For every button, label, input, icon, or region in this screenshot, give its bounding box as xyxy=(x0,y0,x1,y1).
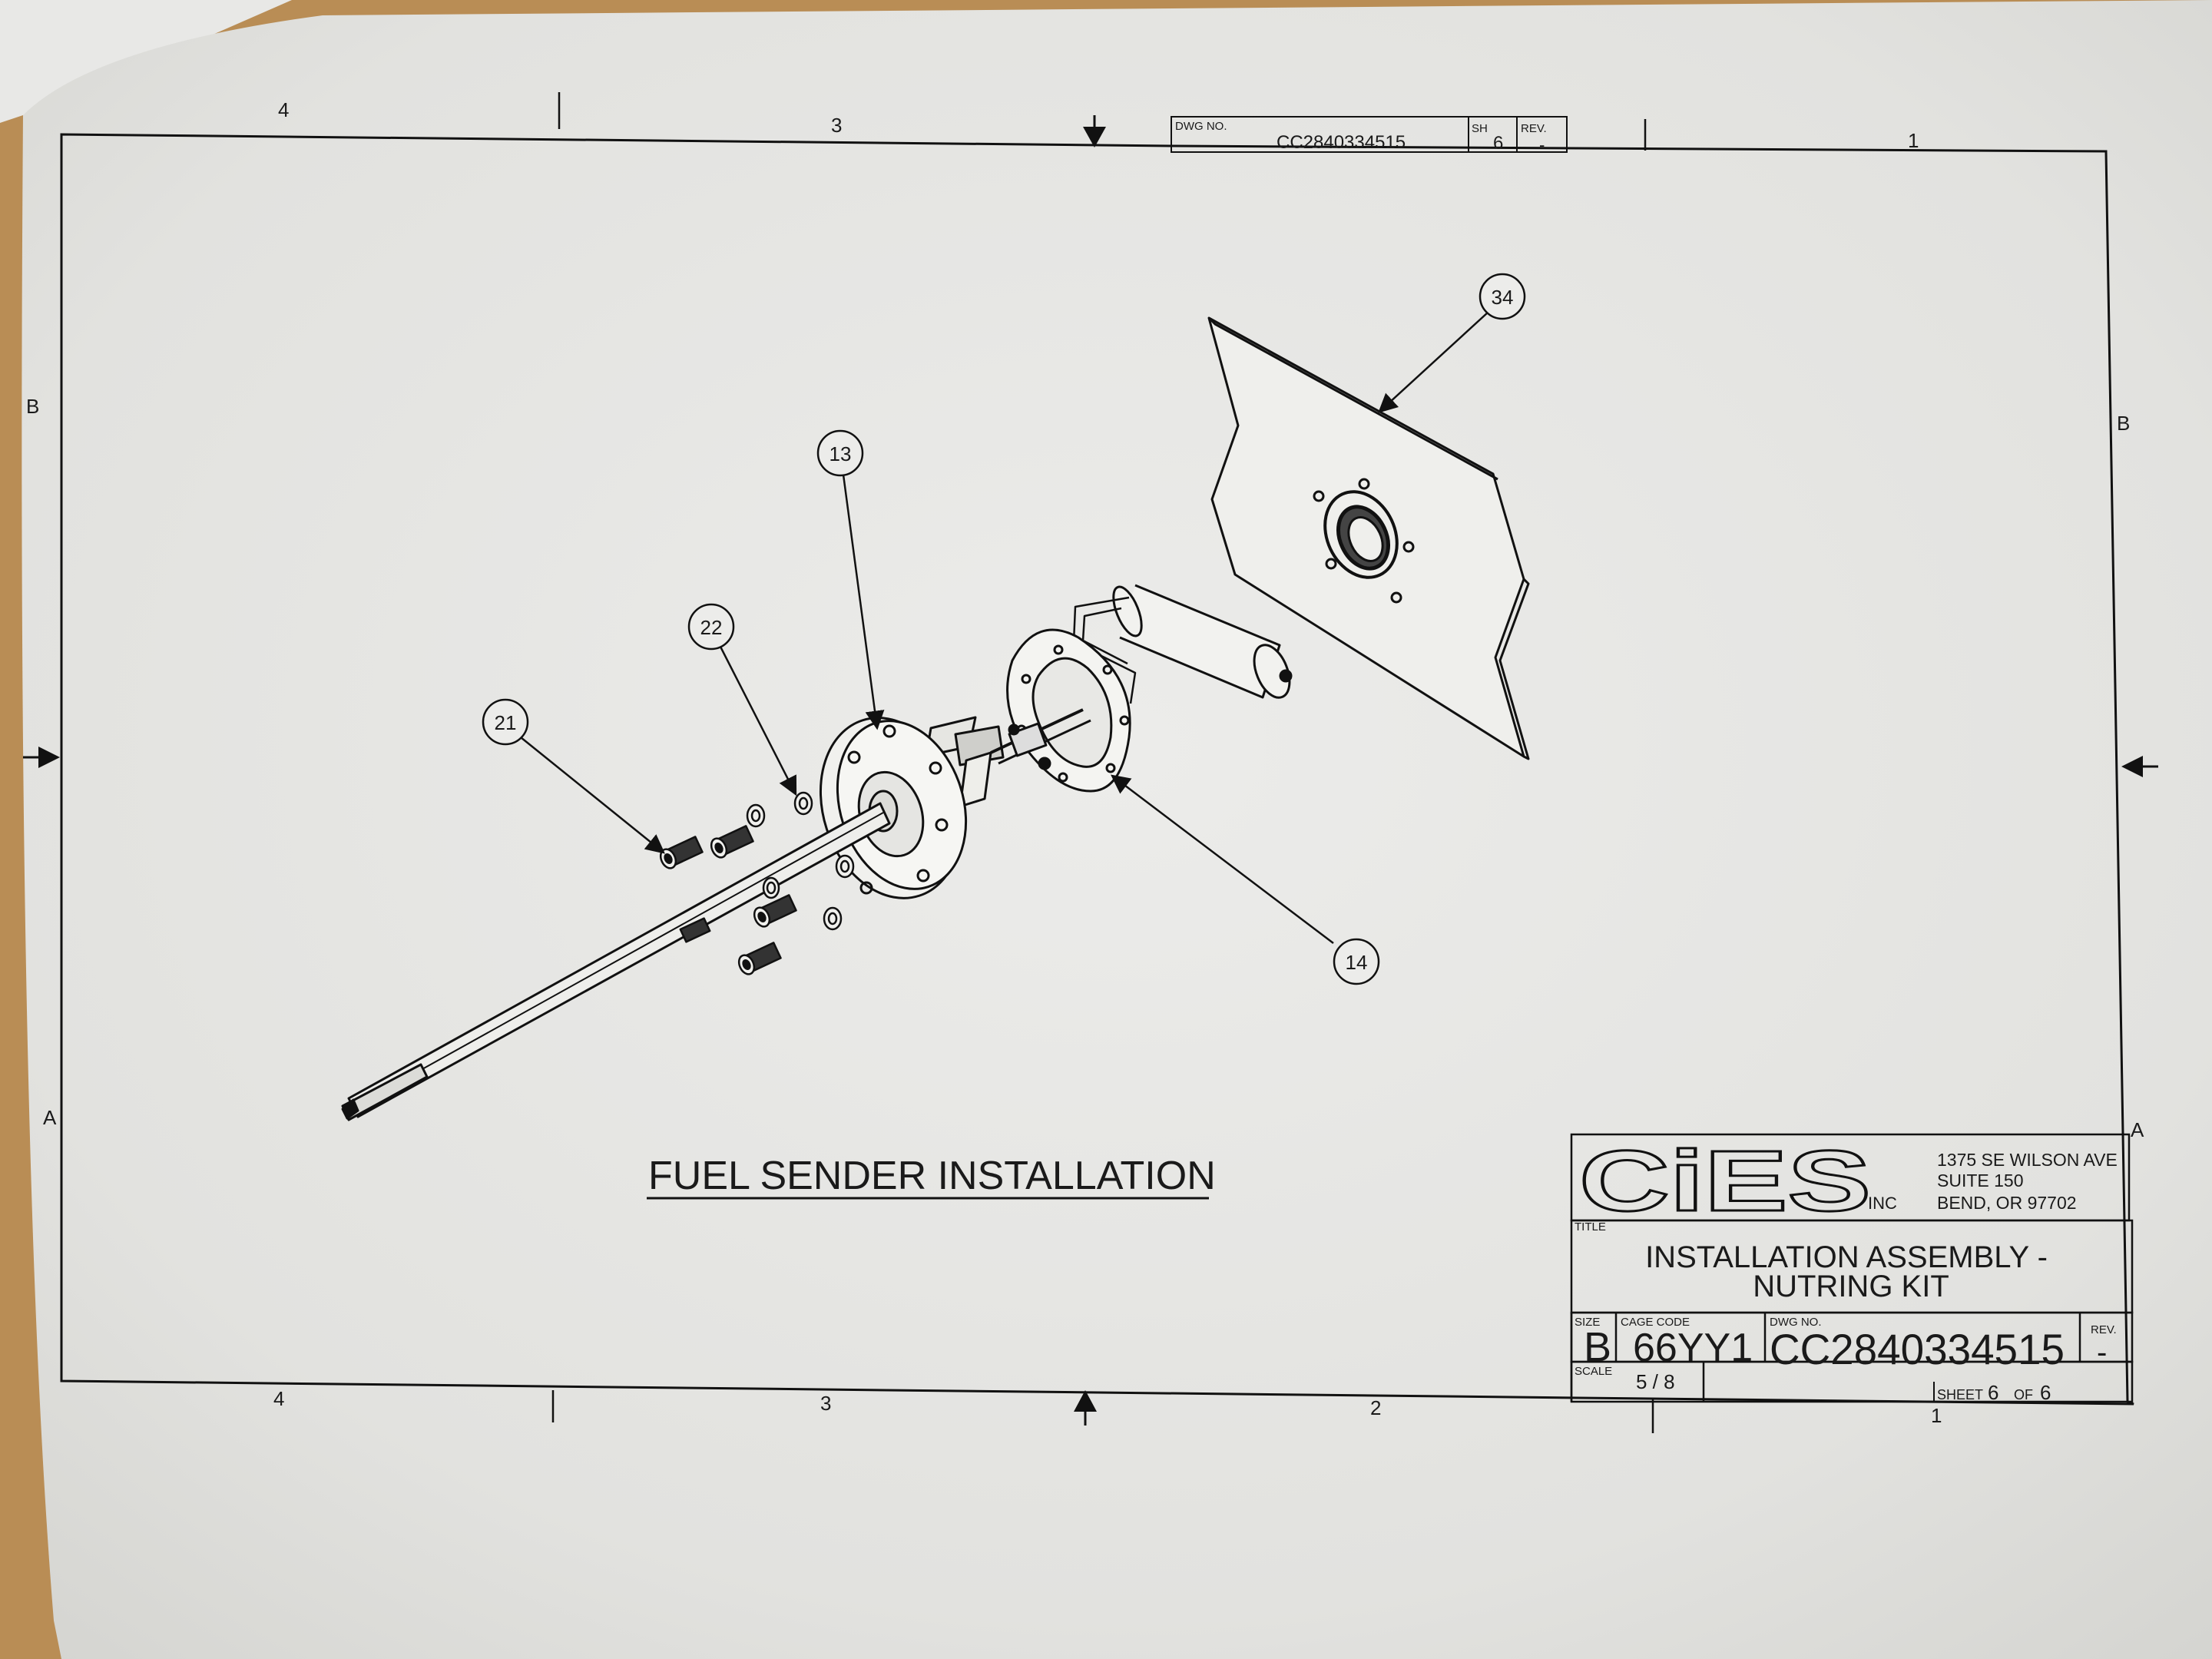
balloon-34: 34 xyxy=(1479,273,1526,320)
balloon-14-label: 14 xyxy=(1346,951,1368,974)
balloon-22: 22 xyxy=(687,603,735,651)
center-arrow-right-icon xyxy=(2121,756,2143,777)
leader-13 xyxy=(842,474,885,730)
leader-lines xyxy=(520,311,1489,944)
zone-label-left-A: A xyxy=(43,1106,57,1129)
float-cylinder-part xyxy=(1112,584,1293,699)
title-label: TITLE xyxy=(1575,1220,1606,1233)
dwg-number-value: CC2840334515 xyxy=(1770,1325,2065,1373)
mounting-plate-part xyxy=(1207,316,1530,760)
zone-label-top-1: 1 xyxy=(1908,129,1919,152)
top-dwg-label: DWG NO. xyxy=(1175,120,1227,133)
balloon-21: 21 xyxy=(482,698,529,746)
zone-markers-top: 4 3 1 xyxy=(278,92,1919,152)
sheet-value: 6 xyxy=(1988,1381,1998,1404)
center-arrow-left-icon xyxy=(38,747,60,768)
leader-34 xyxy=(1378,311,1489,413)
cage-code-value: 66YY1 xyxy=(1633,1326,1753,1370)
balloon-22-label: 22 xyxy=(700,616,723,639)
zone-label-bottom-3: 3 xyxy=(820,1392,831,1415)
scale-value: 5 / 8 xyxy=(1636,1370,1675,1393)
dwg-number-label: DWG NO. xyxy=(1770,1316,1822,1329)
zone-label-right-A: A xyxy=(2131,1118,2144,1141)
company-logo-inc: INC xyxy=(1868,1194,1897,1213)
top-sh-value: 6 xyxy=(1493,133,1503,154)
zone-label-bottom-1: 1 xyxy=(1931,1404,1942,1427)
top-dwg-number: CC2840334515 xyxy=(1277,132,1406,153)
paper-sheet xyxy=(22,0,2212,1659)
zone-label-bottom-4: 4 xyxy=(273,1387,284,1410)
sheet-of-value: 6 xyxy=(2040,1381,2051,1404)
zone-label-top-3: 3 xyxy=(831,114,842,137)
size-value: B xyxy=(1584,1324,1611,1370)
leader-14 xyxy=(1111,774,1334,944)
sheet-of-label: OF xyxy=(2014,1387,2033,1402)
zone-markers-bottom: 4 3 2 1 xyxy=(273,1387,1942,1433)
drawing-view-title: FUEL SENDER INSTALLATION xyxy=(648,1154,1216,1198)
company-logo-text: CiES xyxy=(1579,1133,1871,1229)
rev-value: - xyxy=(2097,1336,2107,1369)
size-label: SIZE xyxy=(1575,1316,1600,1329)
company-address-line2: SUITE 150 xyxy=(1937,1171,2024,1190)
balloon-14: 14 xyxy=(1333,938,1380,985)
balloon-13: 13 xyxy=(816,429,864,477)
balloon-34-label: 34 xyxy=(1492,286,1514,309)
top-rev-label: REV. xyxy=(1521,122,1547,135)
top-rev-value: - xyxy=(1539,135,1545,154)
top-drawing-number-block: DWG NO. CC2840334515 SH 6 REV. - xyxy=(1171,116,1568,154)
leader-22 xyxy=(719,646,797,796)
company-logo: CiES INC xyxy=(1578,1132,1898,1230)
zone-label-top-4: 4 xyxy=(278,98,289,121)
item-balloons: 34 13 22 21 14 xyxy=(482,273,1526,985)
exploded-assembly-illustration xyxy=(341,316,1530,1121)
cage-code-label: CAGE CODE xyxy=(1621,1316,1690,1329)
top-sh-label: SH xyxy=(1472,122,1488,135)
zone-markers-sides: B A B A xyxy=(23,395,2158,1141)
rev-label: REV. xyxy=(2091,1323,2117,1336)
gasket-ring-part xyxy=(1006,628,1131,793)
balloon-13-label: 13 xyxy=(830,442,852,465)
leader-21 xyxy=(520,737,665,854)
title-block: CiES INC 1375 SE WILSON AVE SUITE 150 BE… xyxy=(1570,1132,2134,1404)
washers-part xyxy=(746,791,855,931)
sender-head-part xyxy=(925,708,1091,808)
balloon-21-label: 21 xyxy=(495,711,517,734)
zone-label-bottom-2: 2 xyxy=(1370,1396,1381,1419)
sheet-label: SHEET xyxy=(1937,1387,1983,1402)
sender-tube-part xyxy=(341,802,891,1121)
bolts-part xyxy=(659,825,797,975)
company-address-line1: 1375 SE WILSON AVE xyxy=(1937,1150,2118,1170)
title-line2: NUTRING KIT xyxy=(1753,1270,1949,1303)
company-address-line3: BEND, OR 97702 xyxy=(1937,1193,2077,1213)
zone-label-right-B: B xyxy=(2117,412,2130,435)
zone-label-left-B: B xyxy=(26,395,39,418)
scale-label: SCALE xyxy=(1575,1365,1612,1378)
title-line1: INSTALLATION ASSEMBLY - xyxy=(1645,1240,2048,1274)
